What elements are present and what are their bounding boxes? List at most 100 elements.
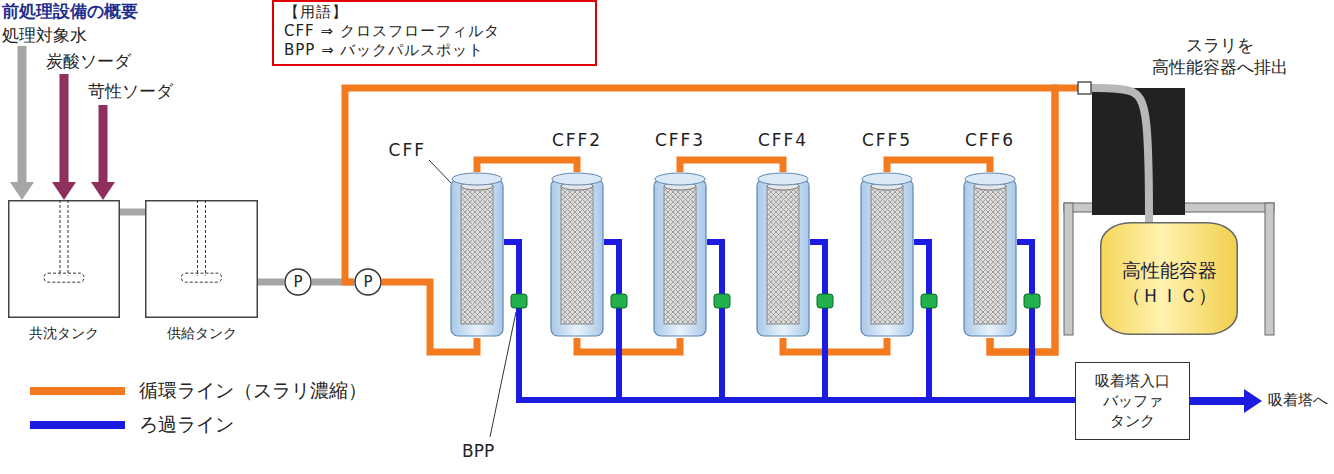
- filter-label: CFF3: [655, 130, 705, 150]
- pipe-line: [120, 209, 145, 216]
- diagram-title: 前処理設備の概要: [2, 0, 138, 23]
- filter-top: [965, 173, 1015, 185]
- label-holder: BPP: [462, 440, 494, 462]
- pipe-line: [783, 338, 887, 352]
- filter-top: [862, 173, 912, 185]
- filter-cylinder: CFF6: [963, 172, 1017, 338]
- terms-box: 【用語】CFF ⇒ クロスフローフィルタBPP ⇒ バックパルスポット: [272, 0, 597, 66]
- label-holder: CFF5: [862, 130, 912, 150]
- label-holder: 供給タンク: [145, 325, 258, 343]
- input-label: 炭酸ソーダ: [46, 50, 131, 72]
- stirrer-blade: [182, 273, 222, 282]
- pipe-line: [577, 338, 680, 352]
- pump-label: P: [363, 275, 372, 290]
- tank-label: 供給タンク: [145, 325, 258, 343]
- frame-leg: [1265, 203, 1274, 335]
- node-shape: [653, 172, 707, 338]
- stirrer-shaft: [197, 200, 198, 276]
- pipe-connector: [1017, 242, 1075, 400]
- term-text: BPP ⇒ バックパルスポット: [284, 41, 585, 60]
- pipe-line: [258, 279, 284, 286]
- filter-label: CFF: [389, 140, 426, 160]
- filter-element: [767, 186, 799, 324]
- label-holder: スラリを 高性能容器へ排出: [1125, 34, 1315, 78]
- filter-cylinder: CFF5: [860, 172, 914, 338]
- arrow-head: [1244, 389, 1262, 413]
- label-holder: CFF2: [552, 130, 602, 150]
- filter-top: [452, 173, 502, 185]
- legend-swatch: [30, 421, 125, 429]
- filter-element: [871, 186, 903, 324]
- filter-label: CFF6: [965, 130, 1015, 150]
- pipe-connector: [258, 282, 284, 283]
- pump-label: P: [293, 275, 302, 290]
- filter-element: [974, 186, 1006, 324]
- node-shape: [756, 172, 810, 338]
- filter-cylinder: CFF: [450, 172, 504, 338]
- callout-label: BPP: [462, 440, 494, 462]
- filter-label: CFF5: [862, 130, 912, 150]
- hose-line: [1091, 88, 1149, 242]
- label-holder: CFF3: [655, 130, 705, 150]
- filter-cylinder: CFF2: [550, 172, 604, 338]
- legend-text: 循環ライン（スラリ濃縮）: [139, 378, 367, 404]
- tank-node: 共沈タンク: [8, 200, 120, 318]
- tank-outline: [146, 201, 258, 318]
- buffer-tank: 吸着塔入口 バッファ タンク: [1075, 362, 1190, 440]
- pipe-connector: [810, 242, 1075, 400]
- input-label: 苛性ソーダ: [88, 80, 173, 102]
- legend-row: 循環ライン（スラリ濃縮）: [30, 374, 367, 408]
- label-holder: CFF6: [965, 130, 1015, 150]
- pipe-line: [477, 160, 577, 172]
- pipe-line: [887, 160, 990, 172]
- label-holder: 吸着塔へ: [1268, 391, 1328, 411]
- input-label: 処理対象水: [2, 24, 87, 46]
- label-holder: 苛性ソーダ: [88, 80, 173, 102]
- nozzle: [1078, 82, 1091, 94]
- stirrer-shaft: [68, 200, 69, 276]
- tank-label: 共沈タンク: [8, 325, 120, 343]
- label-holder: 共沈タンク: [8, 325, 120, 343]
- stirrer-blade: [44, 273, 84, 282]
- filter-housing: [964, 179, 1016, 336]
- term-text: 【用語】: [284, 3, 585, 22]
- filter-element: [561, 186, 593, 324]
- input-arrow: [18, 46, 27, 184]
- container-node: 高性能容器 （ＨＩＣ）: [1100, 222, 1238, 335]
- filter-housing: [861, 179, 913, 336]
- input-arrow: [60, 74, 69, 184]
- pump-circle: [285, 269, 311, 295]
- filter-top: [758, 173, 808, 185]
- bpp-symbol: [921, 294, 937, 308]
- arrow-head: [10, 182, 34, 200]
- filter-housing: [757, 179, 809, 336]
- outlet-arrow: [1190, 397, 1246, 405]
- filter-label: CFF2: [552, 130, 602, 150]
- title-holder: 前処理設備の概要: [2, 0, 138, 23]
- legend-row: ろ過ライン: [30, 408, 367, 442]
- bpp-symbol: [611, 294, 627, 308]
- filter-cylinder: CFF3: [653, 172, 707, 338]
- filter-label: CFF4: [758, 130, 808, 150]
- pipe-connector: [680, 160, 783, 172]
- legend: 循環ライン（スラリ濃縮） ろ過ライン: [30, 374, 367, 442]
- legend-text: ろ過ライン: [139, 412, 234, 438]
- filter-housing: [451, 179, 503, 336]
- label-holder: 炭酸ソーダ: [46, 50, 131, 72]
- stirrer-shaft: [205, 200, 206, 276]
- hopper: [1092, 88, 1185, 215]
- pipe-line: [680, 160, 783, 172]
- input-arrow: [99, 105, 108, 184]
- arrow-head: [52, 182, 76, 200]
- bpp-symbol: [817, 294, 833, 308]
- bpp-symbol: [1024, 294, 1040, 308]
- pipe-line: [810, 242, 1075, 400]
- filter-element: [461, 186, 493, 324]
- filter-top: [655, 173, 705, 185]
- frame-leg: [1064, 203, 1073, 335]
- filter-housing: [551, 179, 603, 336]
- note-label: スラリを 高性能容器へ排出: [1125, 34, 1315, 78]
- tank-outline: [9, 201, 120, 318]
- bpp-symbol: [511, 294, 527, 308]
